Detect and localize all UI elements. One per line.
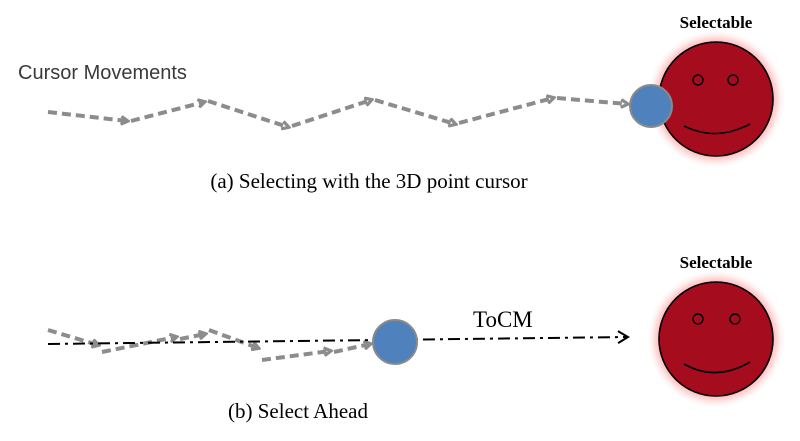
path-segment xyxy=(261,351,330,362)
path-segment xyxy=(207,99,288,127)
face-eye-left xyxy=(692,313,704,325)
path-segment xyxy=(47,328,98,345)
face-eye-right xyxy=(729,313,741,325)
face-eye-right xyxy=(727,74,739,86)
selectable-face-b xyxy=(646,269,786,409)
path-segment xyxy=(458,98,553,125)
path-segment xyxy=(101,337,176,354)
cursor-movements-label: Cursor Movements xyxy=(18,62,187,84)
path-segment xyxy=(179,334,205,341)
tocm-label: ToCM xyxy=(473,307,533,332)
panel-b: ToCM Selectable (b) Select Ahead xyxy=(47,253,786,423)
caption-a: (a) Selecting with the 3D point cursor xyxy=(210,169,527,193)
caption-b: (b) Select Ahead xyxy=(228,399,368,423)
path-segment xyxy=(47,110,127,121)
selectable-label-b: Selectable xyxy=(680,253,753,272)
path-segment xyxy=(208,328,258,348)
face-circle xyxy=(658,281,774,397)
face-circle xyxy=(658,41,774,157)
path-segment xyxy=(130,102,204,123)
selectable-label-a: Selectable xyxy=(680,13,753,32)
face-smile xyxy=(683,361,751,374)
path-segment xyxy=(556,96,627,104)
face-eye-left xyxy=(692,74,704,86)
tocm-ray xyxy=(47,330,630,345)
panel-a: Cursor Movements Selectable (a) Selectin… xyxy=(18,13,786,193)
path-segment xyxy=(291,100,371,128)
cursor-path-b xyxy=(47,328,370,362)
face-smile xyxy=(683,123,751,135)
path-segment xyxy=(374,98,455,124)
path-segment xyxy=(333,344,370,354)
cursor-path-a xyxy=(47,96,627,128)
point-cursor-a xyxy=(629,84,673,128)
point-cursor-b xyxy=(372,319,418,365)
